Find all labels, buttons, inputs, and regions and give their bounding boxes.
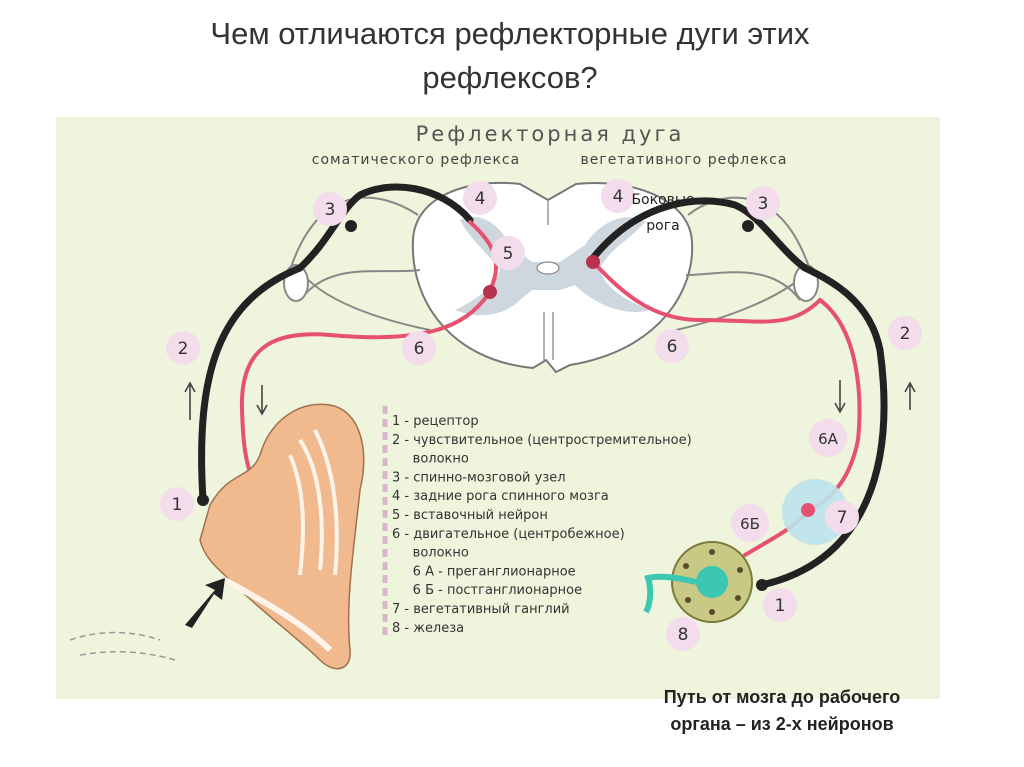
footnote-line-2: органа – из 2-х нейронов [670,714,894,734]
svg-text:4: 4 [475,189,486,209]
lateral-horns-label-1: Боковые [631,192,694,208]
legend-item: 2 - чувствительное (центростремительное) [392,433,692,448]
central-canal [536,261,560,275]
legend-item: 6 А - преганглионарное [392,564,576,579]
legend-item: 4 - задние рога спинного мозга [392,489,609,504]
marker-l2: 2 [166,331,200,365]
interneuron-synapse [483,285,497,299]
left-receptor-ending [197,494,209,506]
svg-text:3: 3 [758,194,769,214]
marker-r2: 2 [888,316,922,350]
marker-r3: 3 [746,186,780,220]
lateral-horn-neuron [586,255,600,269]
svg-text:1: 1 [172,495,183,515]
gland-illustration [643,541,753,623]
svg-text:5: 5 [503,244,514,264]
svg-text:6А: 6А [818,430,839,448]
legend: 1 - рецептор 2 - чувствительное (центрост… [382,406,692,636]
slide-title-line-2: рефлексов? [422,60,598,95]
legend-item: 6 - двигательное (центробежное) [392,527,625,542]
left-subtitle: соматического рефлекса [312,152,520,168]
marker-l6: 6 [402,331,436,365]
right-spinal-ganglion-cell [742,220,754,232]
slide-title: Чем отличаются рефлекторные дуги этих ре… [120,12,900,100]
legend-item: волокно [392,546,469,561]
marker-r8: 8 [666,617,700,651]
marker-r6b: 6Б [731,504,769,542]
left-spinal-ganglion-cell [345,220,357,232]
direction-arrows [184,380,916,420]
legend-item: 7 - вегетативный ганглий [392,602,570,617]
legend-item: 6 Б - постганглионарное [392,583,582,598]
svg-text:2: 2 [900,324,911,344]
right-receptor-ending [756,579,768,591]
svg-text:7: 7 [837,508,848,528]
marker-l3: 3 [313,192,347,226]
marker-r6a: 6А [809,419,847,457]
svg-text:1: 1 [775,596,786,616]
marker-l1: 1 [160,487,194,521]
svg-text:8: 8 [678,625,689,645]
stimulus-arrow-icon [185,578,225,628]
footnote-line-1: Путь от мозга до рабочего [663,687,901,707]
marker-r7: 7 [825,500,859,534]
legend-item: волокно [392,452,469,467]
ganglion-neuron [801,503,815,517]
diagram-heading: Рефлекторная дуга [416,122,685,146]
marker-r4: 4 [601,179,635,213]
legend-item: 3 - спинно-мозговой узел [392,470,566,485]
right-subtitle: вегетативного рефлекса [581,152,788,168]
footnote: Путь от мозга до рабочего органа – из 2-… [612,684,952,738]
marker-l5: 5 [491,236,525,270]
legend-item: 5 - вставочный нейрон [392,508,548,523]
svg-text:6Б: 6Б [740,515,760,533]
markers: 3 4 5 6 2 1 4 3 6 2 6А 6Б 7 1 8 [160,179,922,651]
svg-text:4: 4 [613,187,624,207]
marker-r6: 6 [655,329,689,363]
arm-illustration [69,403,365,670]
slide-title-line-1: Чем отличаются рефлекторные дуги этих [210,16,810,51]
legend-item: 8 - железа [392,621,464,636]
svg-text:6: 6 [667,337,678,357]
svg-text:6: 6 [414,339,425,359]
svg-text:3: 3 [325,200,336,220]
legend-item: 1 - рецептор [392,414,479,429]
marker-l4: 4 [463,181,497,215]
marker-r1: 1 [763,588,797,622]
svg-text:2: 2 [178,339,189,359]
sensory-fibers [198,183,888,589]
lateral-horns-label-2: рога [646,218,679,234]
